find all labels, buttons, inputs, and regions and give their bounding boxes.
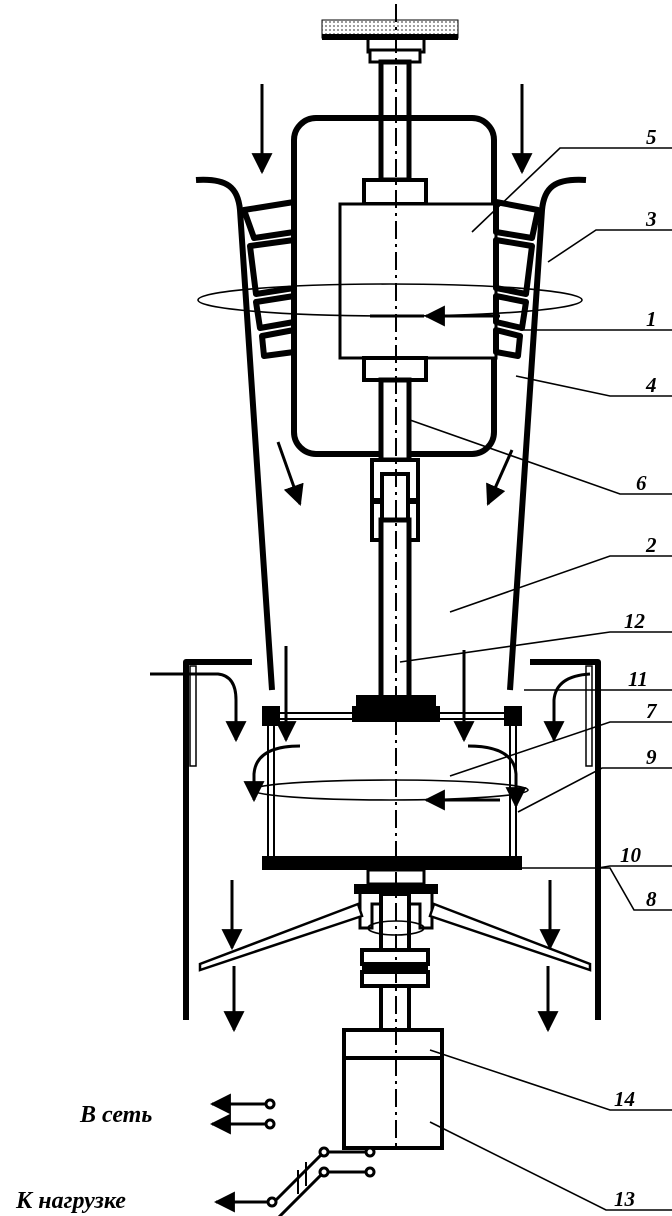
conical-casing: [195, 176, 587, 691]
label-12: 12: [624, 609, 646, 633]
label-4: 4: [645, 373, 657, 397]
label-2: 2: [645, 533, 657, 557]
stator-right: [493, 199, 541, 359]
electrical-unit: [342, 1028, 444, 1150]
label-13: 13: [614, 1187, 635, 1211]
lower-coupling: [360, 948, 430, 1032]
label-14: 14: [614, 1087, 635, 1111]
label-3: 3: [645, 207, 657, 231]
label-8: 8: [646, 887, 657, 911]
stator-left: [241, 199, 297, 359]
turbine-drum: [262, 706, 522, 870]
terminals: [209, 1093, 376, 1216]
label-11: 11: [628, 667, 648, 691]
label-7: 7: [646, 699, 658, 723]
label-1: 1: [646, 307, 657, 331]
caption-to-network: В сеть: [79, 1102, 152, 1128]
caption-to-load: К нагрузке: [15, 1188, 126, 1214]
label-10: 10: [620, 843, 642, 867]
number-labels: 5 3 1 4 6 2 12 11 7 9 10 8 14 13: [614, 125, 658, 1211]
flow-arrows: [150, 84, 591, 1033]
top-plate: [321, 19, 459, 64]
label-9: 9: [646, 745, 657, 769]
label-5: 5: [646, 125, 657, 149]
label-6: 6: [636, 471, 647, 495]
leader-lines: [399, 147, 672, 1211]
bottom-hub: [198, 868, 592, 972]
outer-casing: [183, 659, 601, 1020]
rotation-indicator-lower: [251, 779, 529, 801]
generator-rotor: [338, 202, 498, 360]
